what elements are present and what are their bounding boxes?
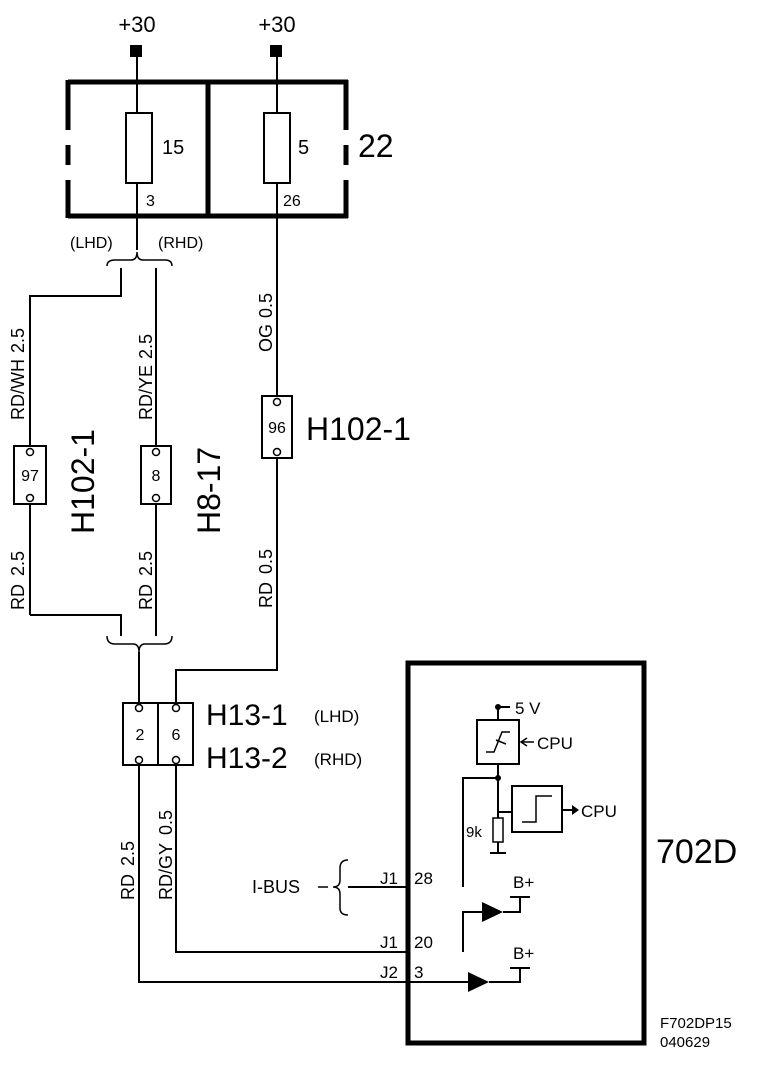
connector-8-pin: 8 bbox=[152, 468, 161, 485]
wire-w3-label: OG0.5 bbox=[256, 293, 276, 352]
module-702d bbox=[405, 660, 647, 1046]
pin-j1-28-num: 28 bbox=[414, 869, 433, 888]
wire-w8-label: RD/GY0.5 bbox=[156, 810, 176, 900]
variant-rhd: (RHD) bbox=[158, 235, 203, 252]
cpu-label-2: CPU bbox=[581, 802, 617, 821]
supply-terminal-left bbox=[130, 45, 142, 57]
supply-label-right: +30 bbox=[258, 12, 295, 37]
merge-brace bbox=[106, 635, 173, 653]
split-brace-top bbox=[106, 251, 173, 267]
resistor-9k bbox=[492, 817, 504, 843]
diagram-code: F702DP15 bbox=[660, 1015, 732, 1032]
fuse-15 bbox=[125, 112, 153, 184]
bplus-label-2: B+ bbox=[513, 944, 534, 963]
fuse-15-number: 15 bbox=[162, 137, 184, 159]
driver-triangle-2 bbox=[468, 972, 489, 992]
fuse-box-id: 22 bbox=[358, 128, 394, 164]
cpu-label-1: CPU bbox=[537, 734, 573, 753]
wire-w7-label: RD2.5 bbox=[118, 841, 138, 900]
pin-j1-20-conn: J1 bbox=[380, 933, 398, 952]
variant-lhd: (LHD) bbox=[70, 235, 113, 252]
fuse-15-pin: 3 bbox=[146, 193, 155, 210]
supply-label-left: +30 bbox=[118, 12, 155, 37]
connector-8-name: H8-17 bbox=[191, 447, 227, 534]
fuse-5-number: 5 bbox=[298, 137, 309, 159]
connector-h13-name2: H13-2 bbox=[206, 742, 288, 775]
schmitt-block bbox=[511, 785, 563, 833]
module-id: 702D bbox=[656, 833, 737, 871]
wire-w2-label: RD/YE2.5 bbox=[136, 334, 156, 420]
vref-label: 5 V bbox=[515, 699, 541, 718]
connector-h13-pin-right: 6 bbox=[172, 727, 181, 744]
connector-h13-name1: H13-1 bbox=[206, 699, 288, 732]
resistor-label: 9k bbox=[466, 824, 482, 841]
pin-j1-28-conn: J1 bbox=[380, 869, 398, 888]
connector-h13-note1: (LHD) bbox=[314, 707, 359, 726]
pin-j1-20-num: 20 bbox=[414, 933, 433, 952]
diagram-date: 040629 bbox=[660, 1034, 710, 1051]
wire-w1-label: RD/WH2.5 bbox=[8, 328, 28, 420]
pin-j2-3-conn: J2 bbox=[380, 963, 398, 982]
fuse-5 bbox=[263, 112, 291, 184]
ibus-label: I-BUS bbox=[252, 877, 300, 897]
connector-h13-note2: (RHD) bbox=[314, 750, 362, 769]
fuse-box bbox=[65, 79, 349, 219]
wire-w5-label: RD2.5 bbox=[136, 551, 156, 610]
ibus-brace bbox=[332, 859, 349, 916]
bplus-label-1: B+ bbox=[513, 873, 534, 892]
connector-h13-pin-left: 2 bbox=[136, 727, 145, 744]
connector-96-name: H102-1 bbox=[306, 411, 411, 447]
pin-j2-3-num: 3 bbox=[414, 963, 423, 982]
connector-97-name: H102-1 bbox=[65, 429, 101, 534]
connector-97-pin: 97 bbox=[21, 468, 39, 485]
fuse-5-pin: 26 bbox=[283, 193, 301, 210]
connector-96-pin: 96 bbox=[268, 420, 286, 437]
supply-terminal-right bbox=[270, 45, 282, 57]
wire-w6-label: RD0.5 bbox=[256, 549, 276, 608]
wire-w4-label: RD2.5 bbox=[8, 551, 28, 610]
driver-triangle-1 bbox=[482, 902, 503, 922]
